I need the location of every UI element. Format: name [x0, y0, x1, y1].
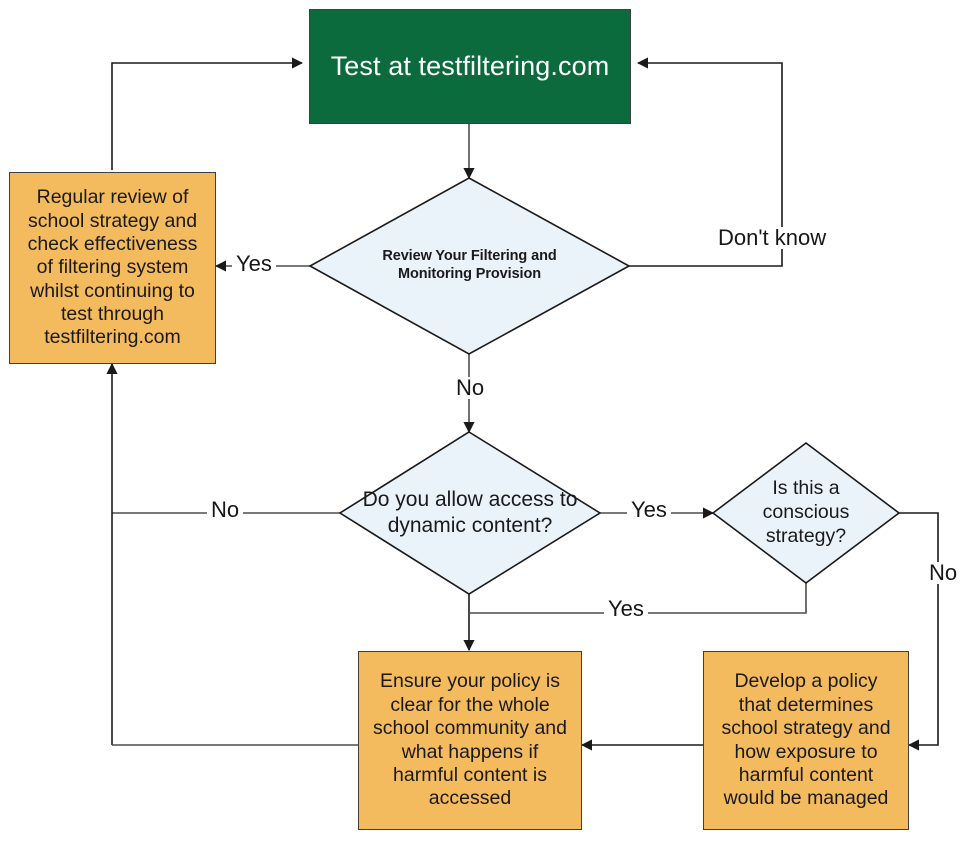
node-conscious-strategy[interactable]: Is this a conscious strategy? [713, 443, 899, 583]
edge-label-dynamic-yes: Yes [627, 499, 671, 521]
edge-label-conscious-yes: Yes [604, 598, 648, 620]
node-dynamic-content[interactable]: Do you allow access to dynamic content? [340, 432, 600, 594]
node-dynamic-content-labelbox: Do you allow access to dynamic content? [340, 432, 600, 594]
node-test-at-testfiltering[interactable]: Test at testfiltering.com [309, 9, 631, 124]
node-conscious-strategy-label: Is this a conscious strategy? [762, 477, 850, 547]
edge-conscious-no [899, 512, 939, 751]
node-review-provision[interactable]: Review Your Filtering and Monitoring Pro… [310, 178, 629, 354]
node-develop-policy-label: Develop a policy that determines school … [721, 670, 891, 810]
edge-review-dontknow [629, 57, 783, 267]
edge-label-conscious-no: No [925, 562, 962, 584]
node-test-at-testfiltering-label: Test at testfiltering.com [330, 51, 610, 82]
edge-conscious-yes [469, 583, 807, 614]
edge-label-review-yes: Yes [232, 253, 276, 275]
node-review-provision-labelbox: Review Your Filtering and Monitoring Pro… [310, 178, 629, 354]
node-ensure-policy[interactable]: Ensure your policy is clear for the whol… [358, 651, 582, 830]
decision-dynamic-content-shape[interactable] [338, 431, 602, 595]
decision-conscious-strategy-shape[interactable] [711, 441, 901, 585]
node-develop-policy[interactable]: Develop a policy that determines school … [703, 651, 909, 830]
node-conscious-strategy-labelbox: Is this a conscious strategy? [713, 443, 899, 583]
edge-label-review-dont-know: Don't know [714, 227, 831, 249]
node-regular-review[interactable]: Regular review of school strategy and ch… [9, 172, 216, 364]
node-dynamic-content-label: Do you allow access to dynamic content? [362, 488, 578, 537]
node-review-provision-label: Review Your Filtering and Monitoring Pro… [382, 248, 557, 282]
decision-review-provision-shape[interactable] [308, 177, 631, 355]
node-ensure-policy-label: Ensure your policy is clear for the whol… [372, 670, 567, 810]
edge-label-review-no: No [452, 377, 489, 399]
edge-regular-to-test [111, 57, 304, 170]
node-regular-review-label: Regular review of school strategy and ch… [27, 186, 198, 349]
edge-label-dynamic-no: No [207, 499, 244, 521]
